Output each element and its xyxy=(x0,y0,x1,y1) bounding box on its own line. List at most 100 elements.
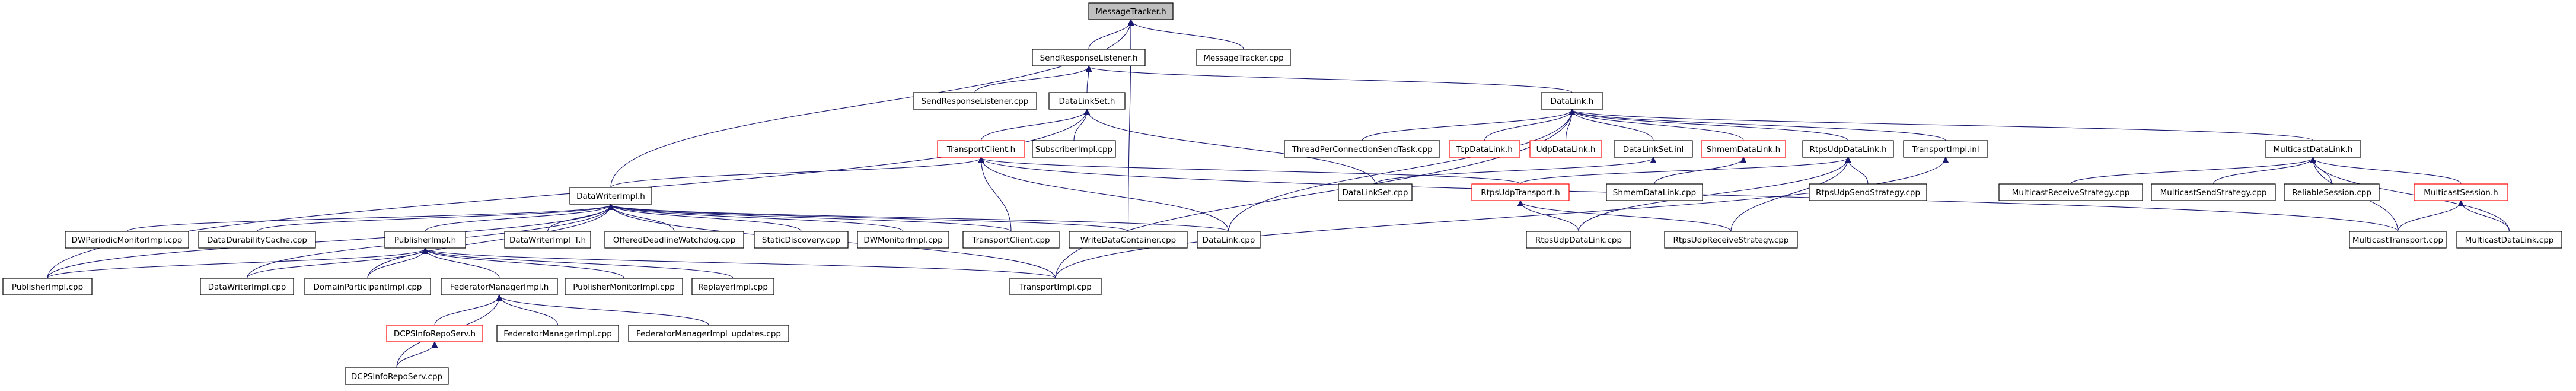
node-publisherimpl-cpp[interactable]: PublisherImpl.cpp xyxy=(2,278,93,295)
edge-rtpsudpdatalink-h-to-rtpsudpdatalink-cpp xyxy=(1578,158,1848,232)
node-label: DataLinkSet.inl xyxy=(1623,145,1684,154)
node-multicastdatalink-cpp[interactable]: MulticastDataLink.cpp xyxy=(2456,231,2562,249)
node-offereddeadlinewatchdog-cpp[interactable]: OfferedDeadlineWatchdog.cpp xyxy=(604,231,744,249)
node-box xyxy=(754,231,849,249)
edge-rtpsudptransport-h-to-rtpsudpreceivestrategy-cpp xyxy=(1520,201,1732,232)
node-messagetracker-h[interactable]: MessageTracker.h xyxy=(1088,2,1174,20)
node-label: RtpsUdpSendStrategy.cpp xyxy=(1816,188,1920,198)
node-label: SendResponseListener.h xyxy=(1040,53,1138,63)
node-datalinkset-h[interactable]: DataLinkSet.h xyxy=(1048,92,1126,110)
node-rtpsudpreceivestrategy-cpp[interactable]: RtpsUdpReceiveStrategy.cpp xyxy=(1664,231,1798,249)
edge-publisherimpl-h-to-transportimpl-cpp xyxy=(425,249,1056,279)
edge-datawriterimpl-h-to-domainparticipantimpl-cpp xyxy=(367,205,611,279)
node-dcpsinforeposerv-h[interactable]: DCPSInfoRepoServ.h xyxy=(386,325,483,342)
edge-dcpsinforeposerv-h-to-dcpsinforeposerv-cpp xyxy=(396,342,435,368)
node-tcpdatalink-h[interactable]: TcpDataLink.h xyxy=(1449,140,1520,158)
node-multicastreceivestrategy-cpp[interactable]: MulticastReceiveStrategy.cpp xyxy=(1998,183,2143,201)
node-box xyxy=(1048,92,1126,110)
node-datalink-h[interactable]: DataLink.h xyxy=(1541,92,1603,110)
node-shmemdatalink-cpp[interactable]: ShmemDataLink.cpp xyxy=(1606,183,1703,201)
edge-multicastdatalink-h-to-multicastdatalink-cpp xyxy=(2313,158,2510,232)
node-federatormanagerimpl-h[interactable]: FederatorManagerImpl.h xyxy=(441,278,558,295)
node-staticdiscovery-cpp[interactable]: StaticDiscovery.cpp xyxy=(754,231,849,249)
node-box xyxy=(496,325,619,342)
node-label: RtpsUdpDataLink.h xyxy=(1809,145,1886,154)
node-shmemdatalink-h[interactable]: ShmemDataLink.h xyxy=(1701,140,1786,158)
node-domainparticipantimpl-cpp[interactable]: DomainParticipantImpl.cpp xyxy=(304,278,431,295)
node-reliablesession-cpp[interactable]: ReliableSession.cpp xyxy=(2284,183,2380,201)
edge-multicastdatalink-h-to-multicastreceivestrategy-cpp xyxy=(2070,158,2313,185)
node-rtpsudpdatalink-h[interactable]: RtpsUdpDataLink.h xyxy=(1802,140,1894,158)
node-label: RtpsUdpReceiveStrategy.cpp xyxy=(1673,236,1789,245)
edge-datalink-h-to-datalinkset-inl xyxy=(1572,110,1654,141)
node-multicasttransport-cpp[interactable]: MulticastTransport.cpp xyxy=(2349,231,2447,249)
edge-datalinkset-h-to-subscriberimpl-cpp xyxy=(1073,110,1087,141)
node-multicastsession-h[interactable]: MulticastSession.h xyxy=(2414,183,2508,201)
edge-publisherimpl-h-to-datawriterimpl-cpp xyxy=(246,249,426,279)
edge-datalink-h-to-tcpdatalink-h xyxy=(1484,110,1573,141)
node-label: DCPSInfoRepoServ.cpp xyxy=(351,372,442,382)
node-datadurabilitycache-cpp[interactable]: DataDurabilityCache.cpp xyxy=(198,231,316,249)
node-box xyxy=(304,278,431,295)
node-dwmonitorimpl-cpp[interactable]: DWMonitorImpl.cpp xyxy=(857,231,949,249)
node-rtpsudptransport-h[interactable]: RtpsUdpTransport.h xyxy=(1471,183,1570,201)
node-datalink-cpp[interactable]: DataLink.cpp xyxy=(1197,231,1261,249)
edge-sendresponselistener-h-to-datalink-h xyxy=(1089,66,1573,93)
node-dcpsinforeposerv-cpp[interactable]: DCPSInfoRepoServ.cpp xyxy=(345,367,449,385)
node-dwperiodicmonitorimpl-cpp[interactable]: DWPeriodicMonitorImpl.cpp xyxy=(65,231,189,249)
edge-rtpsudpdatalink-h-to-rtpsudpsendstrategy-cpp xyxy=(1848,158,1869,185)
node-multicastsendstrategy-cpp[interactable]: MulticastSendStrategy.cpp xyxy=(2151,183,2276,201)
edge-datawriterimpl-h-to-datalink-cpp xyxy=(611,205,1229,232)
node-label: ReplayerImpl.cpp xyxy=(698,282,768,292)
node-writedatacontainer-cpp[interactable]: WriteDataContainer.cpp xyxy=(1069,231,1188,249)
edge-datalinkset-inl-to-datalinkset-cpp xyxy=(1375,158,1653,185)
node-messagetracker-cpp[interactable]: MessageTracker.cpp xyxy=(1196,49,1291,66)
edge-multicastsession-h-to-multicasttransport-cpp xyxy=(2397,201,2462,232)
node-subscriberimpl-cpp[interactable]: SubscriberImpl.cpp xyxy=(1032,140,1116,158)
edge-datawriterimpl-h-to-dwperiodicmonitorimpl-cpp xyxy=(126,205,611,232)
node-replayerimpl-cpp[interactable]: ReplayerImpl.cpp xyxy=(691,278,774,295)
node-threadperconnectionsendtask-cpp[interactable]: ThreadPerConnectionSendTask.cpp xyxy=(1284,140,1440,158)
node-multicastdatalink-h[interactable]: MulticastDataLink.h xyxy=(2265,140,2361,158)
node-datawriterimpl-t-h[interactable]: DataWriterImpl_T.h xyxy=(504,231,591,249)
node-publisherimpl-h[interactable]: PublisherImpl.h xyxy=(384,231,466,249)
node-transportclient-h[interactable]: TransportClient.h xyxy=(937,140,1025,158)
node-datalinkset-cpp[interactable]: DataLinkSet.cpp xyxy=(1338,183,1413,201)
node-transportimpl-inl[interactable]: TransportImpl.inl xyxy=(1903,140,1988,158)
node-label: PublisherImpl.cpp xyxy=(12,282,83,292)
node-label: MessageTracker.h xyxy=(1095,7,1166,17)
node-transportclient-cpp[interactable]: TransportClient.cpp xyxy=(962,231,1060,249)
node-publishermonitorimpl-cpp[interactable]: PublisherMonitorImpl.cpp xyxy=(565,278,683,295)
edge-federatormanagerimpl-h-to-dcpsinforeposerv-h xyxy=(434,295,499,326)
node-box xyxy=(384,231,466,249)
node-sendresponselistener-h[interactable]: SendResponseListener.h xyxy=(1032,49,1146,66)
node-rtpsudpsendstrategy-cpp[interactable]: RtpsUdpSendStrategy.cpp xyxy=(1809,183,1927,201)
node-datawriterimpl-cpp[interactable]: DataWriterImpl.cpp xyxy=(200,278,294,295)
node-box xyxy=(65,231,189,249)
node-federatormanagerimpl-cpp[interactable]: FederatorManagerImpl.cpp xyxy=(496,325,619,342)
edge-datalink-h-to-threadperconnectionsendtask-cpp xyxy=(1362,110,1572,141)
node-rtpsudpdatalink-cpp[interactable]: RtpsUdpDataLink.cpp xyxy=(1526,231,1631,249)
node-federatormanagerimpl-updates-cpp[interactable]: FederatorManagerImpl_updates.cpp xyxy=(628,325,789,342)
node-box xyxy=(569,187,652,205)
node-udpdatalink-h[interactable]: UdpDataLink.h xyxy=(1529,140,1602,158)
node-datawriterimpl-h[interactable]: DataWriterImpl.h xyxy=(569,187,652,205)
node-box xyxy=(1197,231,1261,249)
node-box xyxy=(691,278,774,295)
edge-rtpsudpdatalink-h-to-rtpsudpreceivestrategy-cpp xyxy=(1730,158,1848,232)
node-box xyxy=(937,140,1025,158)
node-box xyxy=(857,231,949,249)
node-box xyxy=(2284,183,2380,201)
node-transportimpl-cpp[interactable]: TransportImpl.cpp xyxy=(1009,278,1102,295)
node-box xyxy=(913,92,1037,110)
node-sendresponselistener-cpp[interactable]: SendResponseListener.cpp xyxy=(913,92,1037,110)
edge-publisherimpl-h-to-publisherimpl-cpp xyxy=(47,249,425,279)
node-box xyxy=(2265,140,2361,158)
node-label: DataLink.cpp xyxy=(1203,236,1255,245)
node-datalinkset-inl[interactable]: DataLinkSet.inl xyxy=(1614,140,1693,158)
node-label: OfferedDeadlineWatchdog.cpp xyxy=(613,236,736,245)
edge-datalinkset-h-to-datalinkset-cpp xyxy=(1087,110,1376,185)
node-label: DWPeriodicMonitorImpl.cpp xyxy=(72,236,183,245)
